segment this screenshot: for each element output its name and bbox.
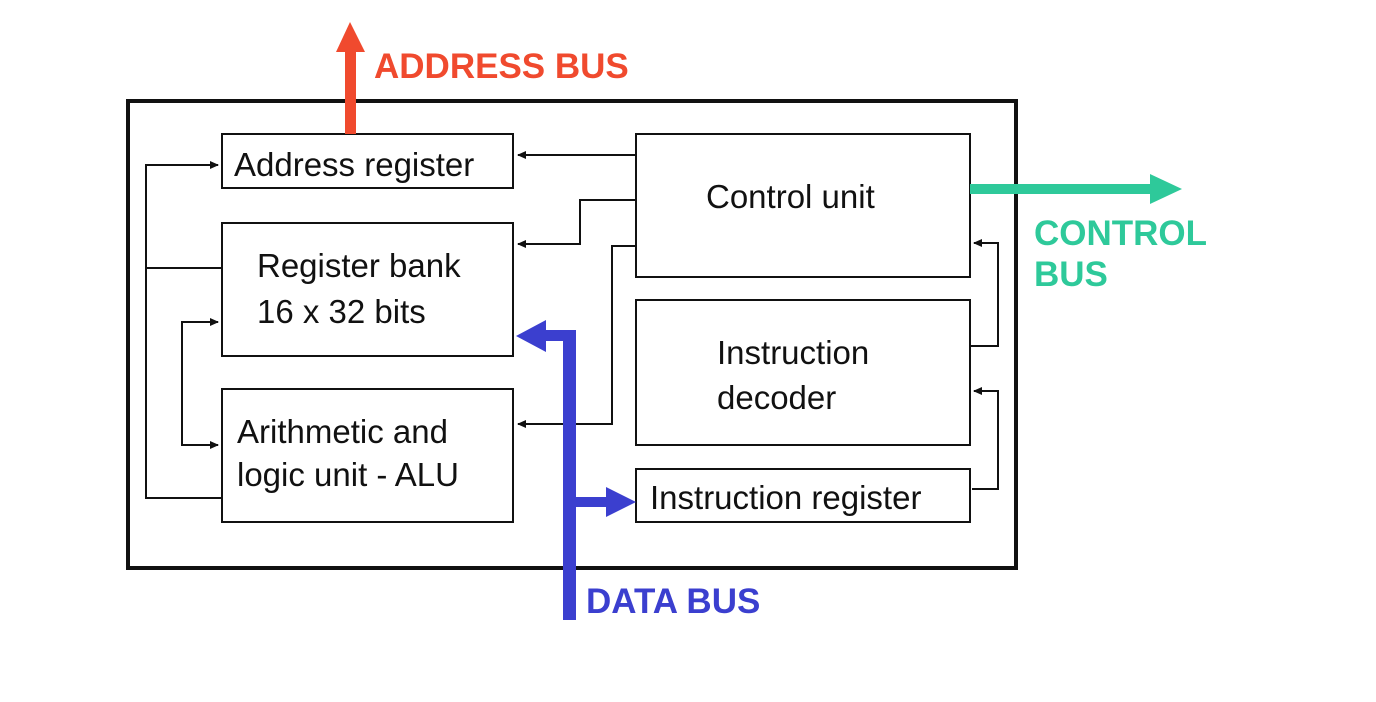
address-bus: ADDRESS BUS (336, 22, 629, 134)
data-bus-branch-register-bank (540, 330, 576, 341)
control-unit-block: Control unit (635, 133, 971, 278)
data-bus-trunk (563, 330, 576, 620)
register-bank-block: Register bank 16 x 32 bits (221, 222, 514, 357)
control-unit-label: Control unit (706, 178, 875, 215)
data-bus-arrowhead-instruction-register (606, 487, 636, 517)
wire-decoder-to-control-unit (964, 239, 999, 347)
instruction-decoder-label-line2: decoder (717, 379, 836, 416)
alu-block: Arithmetic and logic unit - ALU (221, 388, 514, 523)
control-bus-shaft (970, 184, 1154, 194)
address-bus-arrowhead (336, 22, 365, 52)
data-bus-branch-instruction-register (576, 497, 612, 507)
control-bus-label-line2: BUS (1034, 255, 1108, 294)
wire-alu-output-loop (145, 268, 222, 499)
data-bus-label: DATA BUS (586, 582, 760, 621)
wire-regbank-to-address-register (145, 161, 222, 269)
alu-label-line2: logic unit - ALU (237, 456, 459, 493)
address-register-label: Address register (234, 146, 474, 183)
instruction-decoder-block: Instruction decoder (635, 299, 971, 446)
wire-control-to-register-bank (517, 199, 636, 248)
alu-label-line1: Arithmetic and (237, 413, 448, 450)
register-bank-label-line2: 16 x 32 bits (257, 293, 426, 330)
address-bus-label: ADDRESS BUS (374, 47, 629, 86)
data-bus-arrowhead-register-bank (516, 320, 546, 352)
address-register-block: Address register (221, 133, 514, 189)
control-bus-arrowhead (1150, 174, 1182, 204)
control-bus-label-line1: CONTROL (1034, 214, 1207, 253)
instruction-decoder-label-line1: Instruction (717, 334, 869, 371)
address-bus-shaft (345, 48, 356, 134)
wire-loop-to-register-bank (181, 318, 219, 445)
instruction-register-label: Instruction register (650, 479, 921, 516)
wire-instruction-register-to-decoder (972, 387, 999, 490)
control-bus: CONTROL BUS (970, 174, 1207, 294)
wire-loop-to-alu (181, 380, 219, 449)
instruction-register-block: Instruction register (635, 468, 971, 523)
register-bank-label-line1: Register bank (257, 247, 461, 284)
data-bus: DATA BUS (516, 320, 760, 621)
